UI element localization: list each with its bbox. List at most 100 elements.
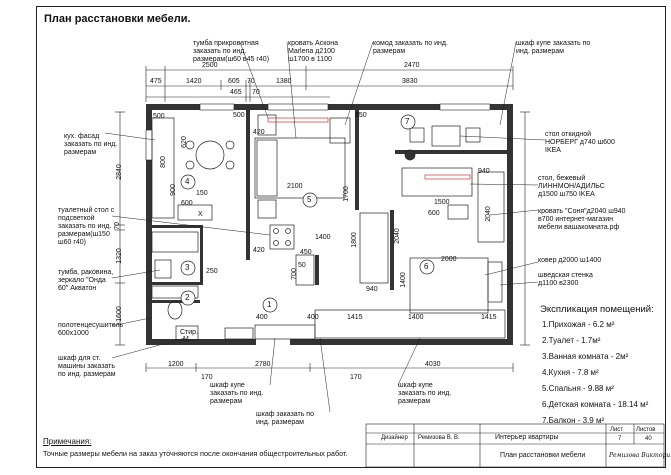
inner-dim: 2040 (484, 206, 492, 222)
label-x: X (198, 211, 203, 218)
dim-left-3: 1320 (115, 248, 123, 264)
callout-wash-cabinet: шкаф для ст. машины заказать по инд. раз… (58, 355, 116, 378)
single-bed-sonya (359, 212, 389, 284)
callout-komod: комод заказать по инд. размерам (373, 40, 448, 55)
label-machine: М. (183, 336, 191, 343)
room-marker-3 (180, 260, 196, 276)
callout-tumba-sink: тумба, раковина, зеркало "Онда 60" Акват… (58, 269, 114, 292)
inner-dim: 1415 (347, 314, 363, 321)
toilet (167, 300, 183, 320)
callout-towel: полотенцесушитель 600х1000 (58, 322, 124, 337)
room-marker-7 (400, 114, 416, 130)
stamp-designer-name: Ремизова В. В. (418, 435, 460, 441)
inner-dim: 1800 (350, 232, 358, 248)
dim-top-g: 465 (230, 89, 242, 96)
folding-table (431, 125, 461, 147)
inner-dim: 1400 (408, 314, 424, 321)
inner-dim: 2100 (287, 183, 303, 190)
inner-dim: 2040 (393, 228, 401, 244)
inner-dim: 250 (206, 268, 218, 275)
washing-machine (175, 325, 199, 341)
legend-item: 2.Туалет - 1.7м² (542, 336, 601, 345)
title-block (365, 423, 665, 468)
callout-bed-sonya: кровать "Соня"д2040 ш940 в700 интернет-м… (538, 208, 626, 231)
bed-right (477, 171, 505, 243)
notes-title: Примечания: (43, 437, 92, 446)
furniture (151, 114, 506, 341)
inner-dim: 420 (253, 247, 265, 254)
room-marker-1 (262, 297, 278, 313)
callout-tumba: тумба прикроватная заказать по инд. разм… (193, 40, 270, 63)
stamp-drawing-name: План расстановки мебели (500, 452, 586, 459)
child-wardrobe (314, 309, 506, 339)
stamp-signature: Ремизова Виктория (609, 452, 671, 459)
dim-bottom-small-1: 170 (201, 374, 213, 381)
legend-item: 4.Кухня - 7.8 м² (542, 368, 599, 377)
dim-top-h: 70 (252, 89, 260, 96)
dim-left-1: 2840 (115, 164, 123, 180)
inner-dim: 850 (355, 112, 367, 119)
dim-bottom-small-2: 170 (350, 374, 362, 381)
room-marker-4 (180, 174, 196, 190)
legend-item: 1.Прихожая - 6.2 м² (542, 320, 615, 329)
swedish-wall (487, 261, 503, 303)
callout-kitchen-facade: кух. фасад заказать по инд. размерам (64, 133, 118, 156)
kitchen-counter (151, 117, 175, 219)
page-title: План расстановки мебели. (44, 13, 191, 25)
dim-bottom-1: 1200 (168, 361, 184, 368)
callout-toilet-table: туалетный стол с подсветкой заказать по … (58, 207, 115, 246)
callout-swedish-wall: шведская стенка д1100 в2300 (538, 272, 593, 287)
inner-dim: 450 (300, 249, 312, 256)
dim-top-d: 70 (247, 78, 255, 85)
stamp-sheet-label: Лист (610, 427, 624, 433)
room-number-2: 2 (185, 293, 190, 302)
inner-dim: 620 (180, 136, 188, 148)
inner-dim: 50 (298, 262, 306, 269)
sink (154, 259, 172, 279)
room-number-6: 6 (424, 262, 429, 271)
legend-item: 3.Ванная комната - 2м² (542, 352, 629, 361)
room-marker-6 (419, 259, 435, 275)
callout-carpet: ковер д2000 ш1400 (538, 257, 602, 264)
inner-dim: 1400 (315, 234, 331, 241)
callout-table-fold: стол откидной НОРБЕРГ д740 ш600 IKEA (545, 131, 615, 154)
dim-top-f: 3830 (402, 78, 418, 85)
callout-desk: стол, бежевый ЛИННМОН/АДИЛЬС д1500 ш750 … (538, 175, 605, 198)
stamp-sheets-total: 40 (645, 436, 652, 442)
bathtub (151, 231, 199, 253)
legend-item: 5.Спальня - 9.88 м² (542, 384, 614, 393)
inner-dim: 420 (253, 129, 265, 136)
inner-dim: 500 (233, 112, 245, 119)
dim-bottom-3: 4030 (425, 361, 441, 368)
dim-left-4: 1600 (115, 306, 123, 322)
desk (401, 167, 473, 197)
dim-top-c: 605 (228, 78, 240, 85)
walls (146, 104, 513, 345)
notes-text: Точные размеры мебели на заказ уточняютс… (43, 449, 348, 458)
room-number-5: 5 (307, 195, 312, 204)
callout-shkaf-kupe-top: шкаф купе заказать по инд. размерам (516, 40, 591, 55)
inner-dim: 940 (366, 286, 378, 293)
room-number-7: 7 (405, 117, 410, 126)
inner-dim: 800 (159, 156, 167, 168)
drawing-frame (36, 6, 666, 468)
dim-top-overall-1: 2500 (202, 62, 218, 69)
inner-dim: 2000 (441, 256, 457, 263)
windows (145, 103, 491, 161)
inner-dim: 150 (196, 190, 208, 197)
inner-dim: 700 (290, 268, 298, 280)
room-marker-5 (302, 192, 318, 208)
stamp-project: Интерьер квартиры (495, 434, 559, 441)
inner-dim: 1700 (342, 186, 350, 202)
inner-dim: 900 (169, 184, 177, 196)
inner-dim: 400 (256, 314, 268, 321)
room-number-3: 3 (185, 263, 190, 272)
room-number-1: 1 (267, 300, 272, 309)
label-washing: Стир. (180, 329, 199, 336)
double-bed (254, 137, 346, 199)
dresser (329, 117, 351, 144)
callout-shkaf-kupe-b1: шкаф купе заказать по инд. размерам (210, 382, 264, 405)
stamp-designer-label: Дизайнер (381, 435, 408, 441)
legend-item: 7.Балкон - 3.9 м² (542, 416, 605, 425)
